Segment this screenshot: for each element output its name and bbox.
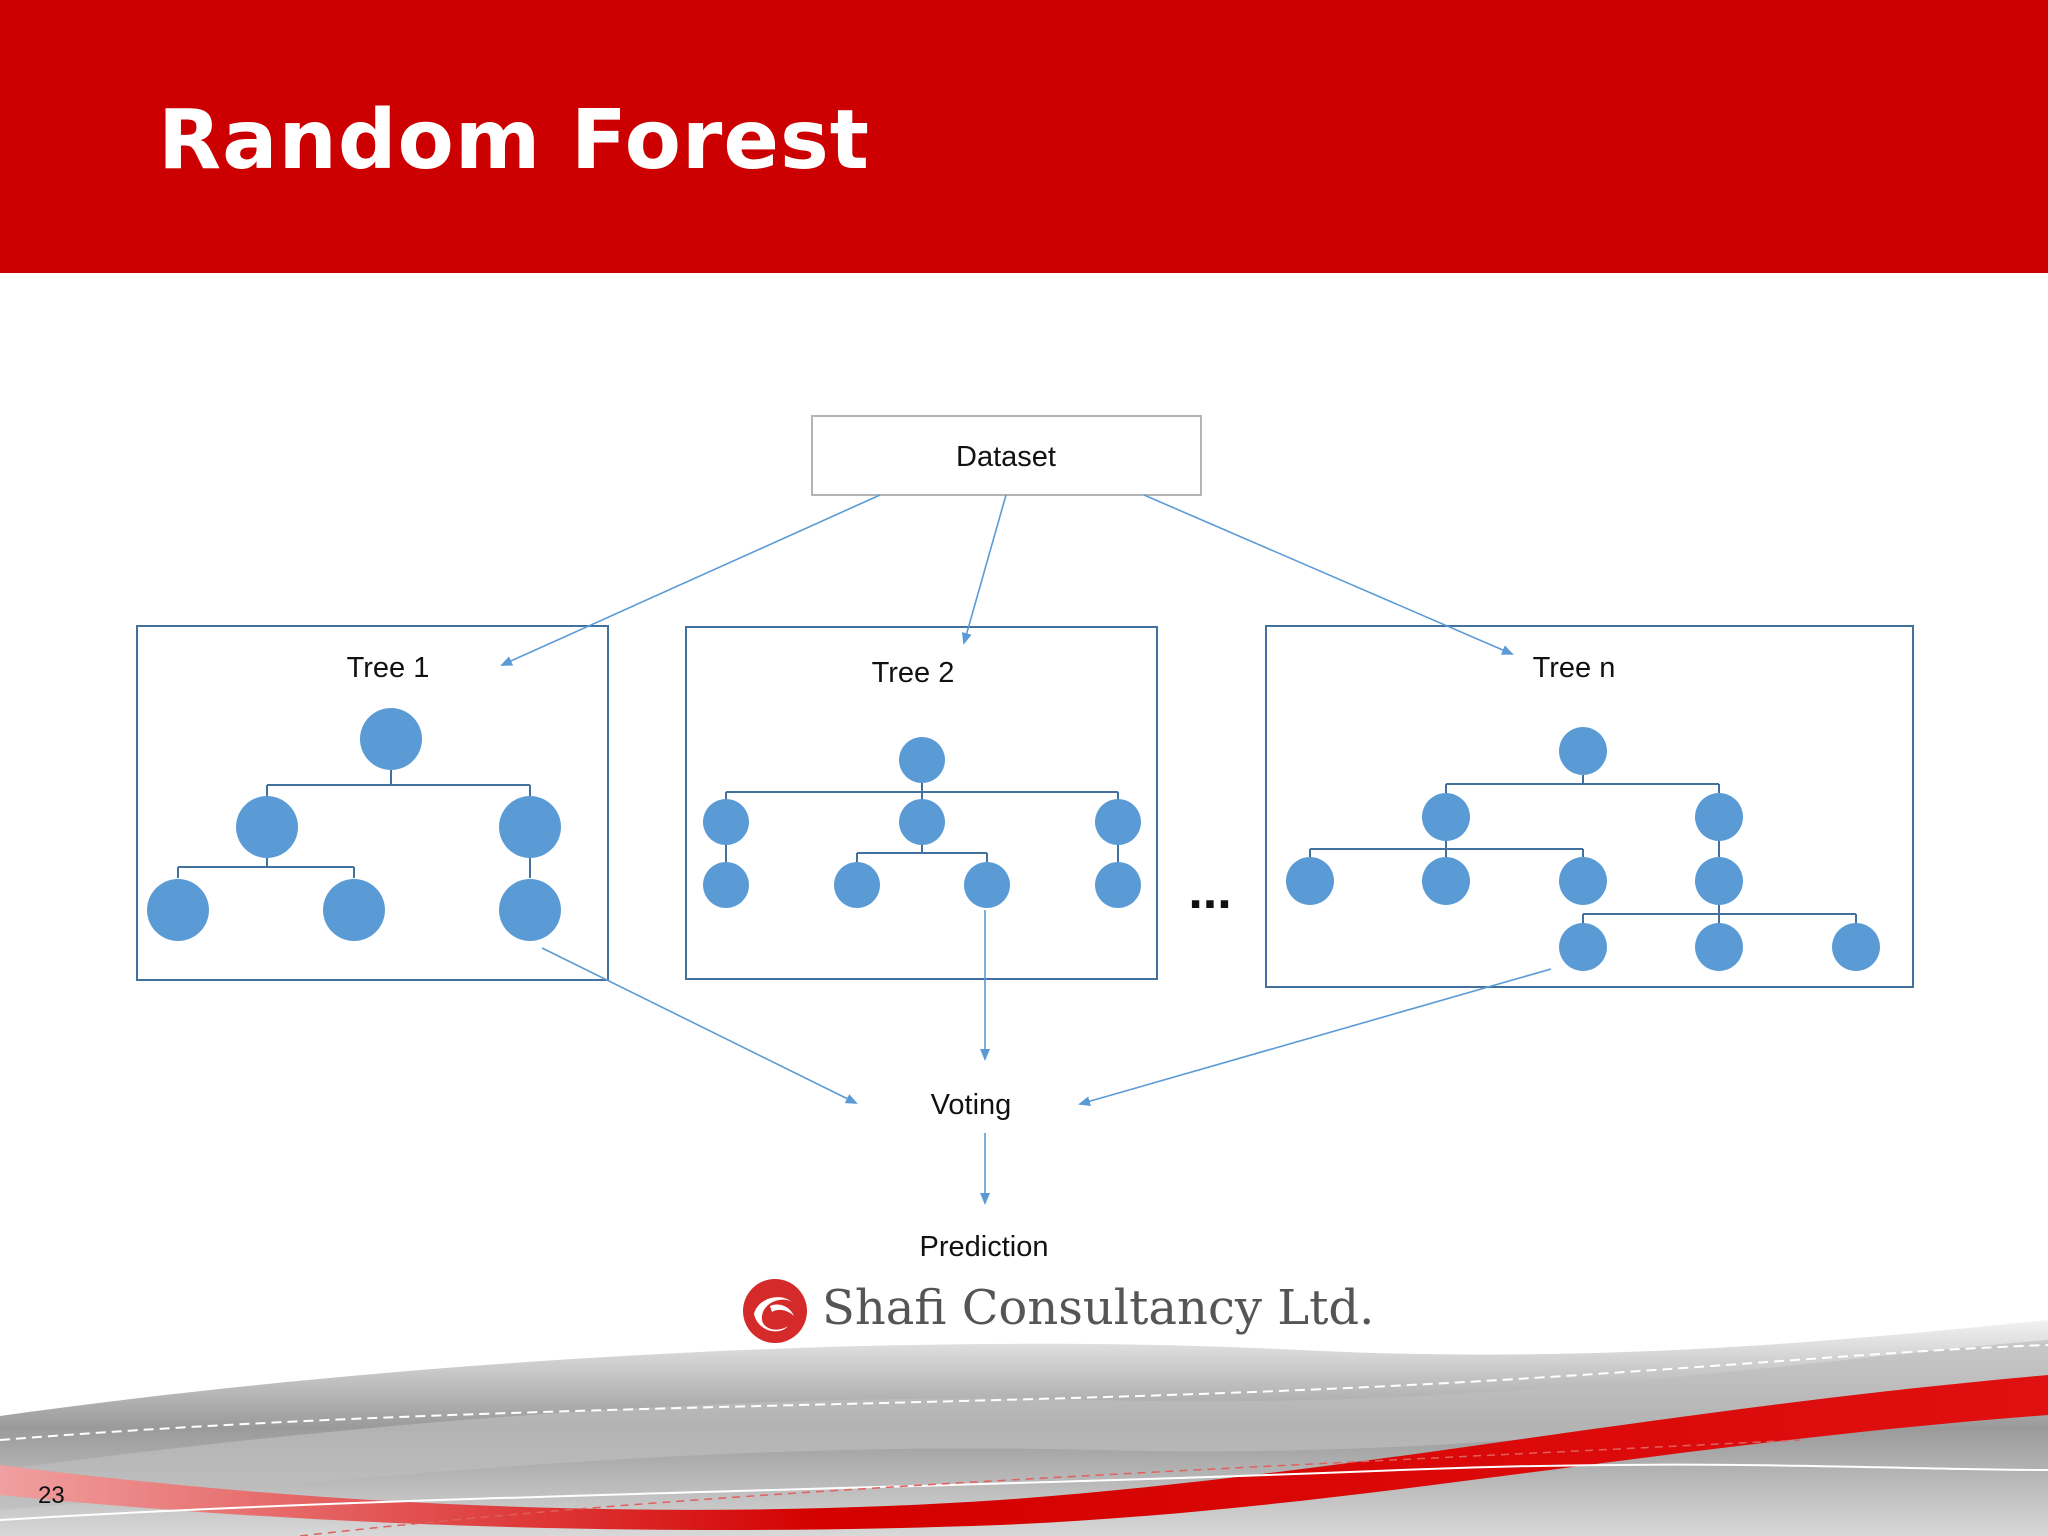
arrow-dataset-to-tree-1 bbox=[500, 494, 881, 666]
tree-node bbox=[1095, 799, 1141, 845]
company-name: Shafi Consultancy Ltd. bbox=[822, 1280, 1375, 1336]
ellipsis: ... bbox=[1188, 862, 1231, 920]
footer-wave-decoration bbox=[0, 1320, 2048, 1536]
dataset-label: Dataset bbox=[956, 441, 1056, 473]
arrow-tree-1-to-voting bbox=[541, 947, 858, 1104]
tree-1-nodes bbox=[147, 708, 561, 941]
arrow-tree-n-to-voting bbox=[1078, 968, 1552, 1107]
tree-node bbox=[1095, 862, 1141, 908]
voting-arrows bbox=[541, 910, 1552, 1107]
tree-node bbox=[1559, 923, 1607, 971]
swirl-logo-icon bbox=[743, 1279, 807, 1343]
tree-2-box bbox=[685, 626, 1158, 980]
tree-n-box bbox=[1265, 625, 1914, 988]
tree-node bbox=[360, 708, 422, 770]
dataset-node: Dataset bbox=[811, 415, 1202, 496]
company-logo: Shafi Consultancy Ltd. bbox=[740, 1276, 1374, 1346]
tree-1-box bbox=[136, 625, 609, 981]
tree-node bbox=[1832, 923, 1880, 971]
tree-node bbox=[499, 879, 561, 941]
tree-node bbox=[703, 862, 749, 908]
tree-node bbox=[323, 879, 385, 941]
tree-node bbox=[899, 737, 945, 783]
tree-node bbox=[236, 796, 298, 858]
tree-node bbox=[1559, 727, 1607, 775]
dataset-arrows bbox=[500, 494, 1514, 666]
tree-n-label: Tree n bbox=[1533, 652, 1616, 684]
tree-node bbox=[899, 799, 945, 845]
voting-label: Voting bbox=[931, 1089, 1012, 1121]
tree-2-nodes bbox=[703, 737, 1141, 908]
prediction-label: Prediction bbox=[920, 1231, 1049, 1263]
tree-1-edges bbox=[177, 770, 531, 878]
tree-node bbox=[1695, 793, 1743, 841]
slide-title: Random Forest bbox=[158, 93, 870, 188]
tree-n-edges bbox=[1309, 774, 1857, 923]
random-forest-diagram: Dataset Tree 1 Tree 2 Tree n bbox=[136, 415, 1914, 1263]
tree-1-label: Tree 1 bbox=[347, 652, 430, 684]
tree-node bbox=[1422, 793, 1470, 841]
page-number: 23 bbox=[38, 1482, 65, 1509]
tree-node bbox=[703, 799, 749, 845]
arrow-dataset-to-tree-n bbox=[1143, 494, 1514, 655]
tree-node bbox=[834, 862, 880, 908]
tree-node bbox=[1286, 857, 1334, 905]
tree-node bbox=[1559, 857, 1607, 905]
tree-2-label: Tree 2 bbox=[872, 657, 955, 689]
tree-node bbox=[1695, 857, 1743, 905]
tree-node bbox=[1422, 857, 1470, 905]
tree-2-edges bbox=[725, 782, 1119, 862]
arrow-dataset-to-tree-2 bbox=[961, 494, 1007, 645]
tree-node bbox=[147, 879, 209, 941]
tree-node bbox=[1695, 923, 1743, 971]
title-banner: Random Forest bbox=[0, 0, 2048, 273]
tree-node bbox=[499, 796, 561, 858]
tree-node bbox=[964, 862, 1010, 908]
tree-n-nodes bbox=[1286, 727, 1880, 971]
